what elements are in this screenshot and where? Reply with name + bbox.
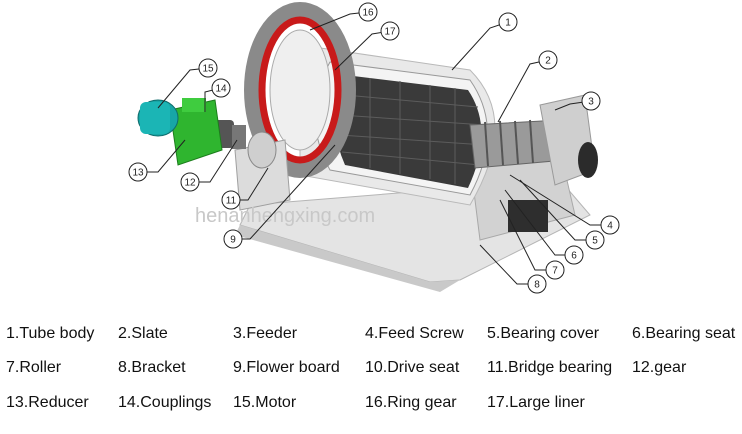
base-shadow — [235, 225, 460, 292]
ball-mill-illustration: henanhengxing.com 1234567891112131415161… — [128, 2, 620, 294]
callout-number-11: 11 — [226, 196, 237, 207]
callout-number-16: 16 — [362, 8, 374, 19]
legend-item-14: 14.Couplings — [118, 394, 212, 411]
reducer-top — [182, 98, 206, 112]
legend-item-15: 15.Motor — [233, 394, 297, 411]
legend-item-11: 11.Bridge bearing — [487, 359, 613, 376]
callout-circle-8 — [527, 274, 547, 294]
legend-item-5: 5.Bearing cover — [487, 325, 600, 342]
legend-item-10: 10.Drive seat — [365, 359, 460, 376]
watermark: henanhengxing.com — [195, 205, 375, 227]
callout-circle-17 — [380, 21, 400, 41]
callout-circle-12 — [180, 172, 200, 192]
callout-circle-5 — [585, 230, 605, 250]
callout-number-15: 15 — [202, 64, 214, 75]
legend-item-4: 4.Feed Screw — [365, 325, 464, 342]
callout-circle-16 — [358, 2, 378, 22]
callout-number-5: 5 — [592, 236, 598, 247]
legend-item-13: 13.Reducer — [6, 394, 89, 411]
callout-circle-9 — [223, 229, 243, 249]
callout-circle-13 — [128, 162, 148, 182]
callout-number-17: 17 — [384, 27, 396, 38]
callout-number-2: 2 — [545, 56, 551, 67]
legend-item-9: 9.Flower board — [233, 359, 340, 376]
callout-number-14: 14 — [215, 84, 227, 95]
legend: 1.Tube body 2.Slate 3.Feeder 4.Feed Scre… — [0, 316, 742, 426]
callout-number-13: 13 — [132, 168, 144, 179]
legend-item-17: 17.Large liner — [487, 394, 585, 411]
callout-line-1 — [451, 21, 509, 71]
legend-item-2: 2.Slate — [118, 325, 168, 342]
legend-item-8: 8.Bracket — [118, 359, 186, 376]
callout-circle-6 — [564, 245, 584, 265]
callout-number-8: 8 — [534, 280, 540, 291]
callout-circle-15 — [198, 58, 218, 78]
bridge-bearing — [247, 131, 277, 169]
callout-number-6: 6 — [571, 251, 577, 262]
ring-gear-band — [258, 16, 342, 164]
callout-circle-2 — [538, 50, 558, 70]
callout-number-1: 1 — [505, 18, 511, 29]
roller-block — [508, 200, 548, 232]
callout-circle-7 — [545, 260, 565, 280]
feeder-inlet — [578, 142, 598, 178]
callout-circle-4 — [600, 215, 620, 235]
ring-gear — [244, 2, 356, 178]
large-liner — [335, 75, 486, 188]
callout-number-9: 9 — [230, 235, 236, 246]
callout-number-7: 7 — [552, 266, 558, 277]
legend-item-6: 6.Bearing seat — [632, 325, 736, 342]
screw-flights — [484, 119, 534, 167]
callout-circle-3 — [581, 91, 601, 111]
callout-number-3: 3 — [588, 97, 594, 108]
callout-circle-11 — [221, 190, 241, 210]
motor-body — [140, 102, 170, 134]
callout-number-12: 12 — [184, 178, 196, 189]
legend-item-7: 7.Roller — [6, 359, 62, 376]
legend-item-1: 1.Tube body — [6, 325, 95, 342]
callout-number-4: 4 — [607, 221, 613, 232]
callout-circle-14 — [211, 78, 231, 98]
flower-board — [269, 29, 331, 151]
callout-line-2 — [497, 59, 549, 123]
callout-circle-1 — [498, 12, 518, 32]
legend-item-16: 16.Ring gear — [365, 394, 457, 411]
legend-item-12: 12.gear — [632, 359, 687, 376]
legend-item-3: 3.Feeder — [233, 325, 298, 342]
